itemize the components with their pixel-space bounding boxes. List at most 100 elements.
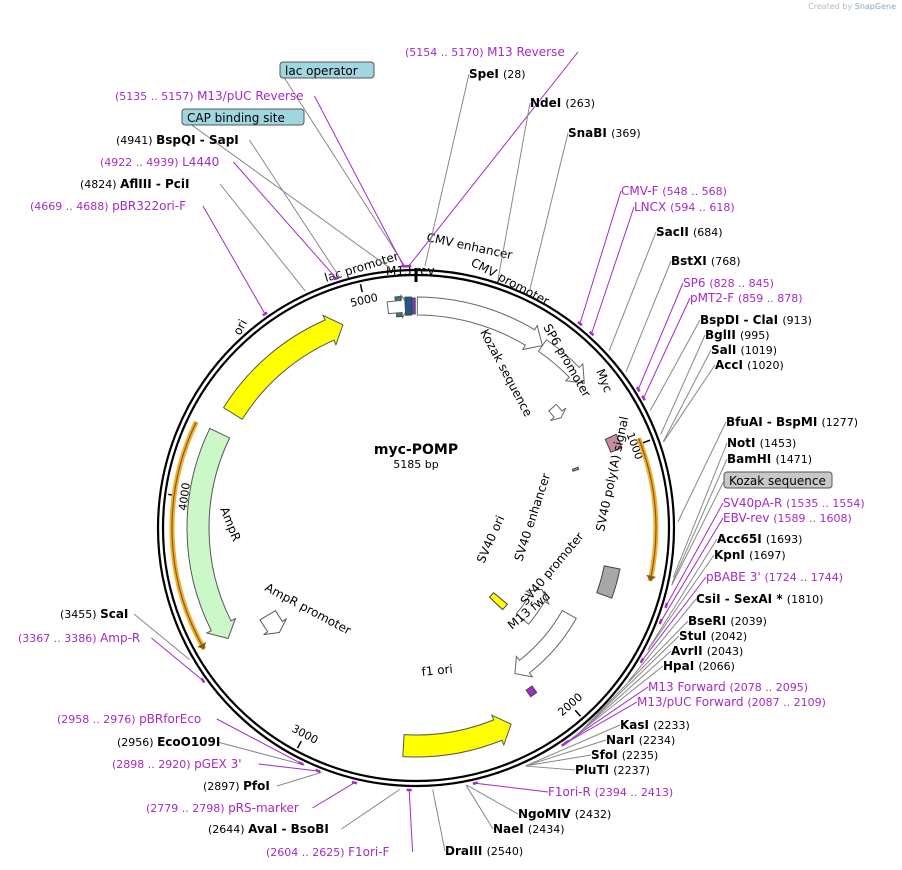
feature-label-text: lac operator	[285, 64, 358, 78]
leader-line	[566, 686, 649, 743]
site-position: (2235)	[622, 749, 659, 762]
leader-line	[647, 554, 715, 651]
site-label-text: pMT2-F (859 .. 878)	[690, 291, 803, 305]
leader-line	[424, 73, 470, 267]
site-hpai: HpaI (2066)	[571, 659, 735, 739]
leader-line	[497, 102, 531, 280]
site-label-text: PluTI (2237)	[575, 763, 650, 777]
site-name: BstXI	[671, 254, 711, 268]
site-name: SpeI	[469, 67, 503, 81]
site-label-text: (5154 .. 5170) M13 Reverse	[405, 45, 565, 59]
site-name: SV40pA-R	[723, 496, 786, 510]
site-position: (2078 .. 2095)	[730, 681, 809, 694]
site-f1ori-r: F1ori-R (2394 .. 2413)	[472, 781, 673, 799]
site-position: (1693)	[766, 533, 803, 546]
primer-site-mark	[635, 386, 641, 393]
site-name: AvrII	[671, 644, 707, 658]
site-position: (2958 .. 2976)	[57, 713, 139, 726]
site-name: BspDI - ClaI	[700, 313, 782, 327]
tick-label: 2000	[555, 691, 585, 719]
site-position: (28)	[503, 68, 526, 81]
site-position: (4941)	[116, 134, 156, 147]
site-position: (2604 .. 2625)	[266, 846, 348, 859]
site-pgex-3: (2898 .. 2920) pGEX 3'	[112, 757, 321, 774]
snapgene-credit: Created by SnapGene	[808, 2, 896, 11]
m13-rev-primer-box	[411, 297, 416, 315]
site-m13-puc-reverse: (5135 .. 5157) M13/pUC Reverse	[115, 89, 407, 268]
site-name: NarI	[606, 733, 639, 747]
site-label-text: NotI (1453)	[727, 436, 796, 450]
site-position: (1471)	[775, 453, 812, 466]
ampr-arrow	[186, 427, 237, 640]
leader-line	[341, 789, 400, 830]
site-name: ScaI	[100, 607, 128, 621]
leader-line	[665, 502, 724, 606]
site-label-text: KasI (2233)	[620, 718, 690, 732]
site-position: (2043)	[707, 645, 744, 658]
cmv-promoter-label: CMV promoter	[469, 255, 552, 308]
leader-line	[219, 183, 306, 291]
site-sali: SalI (1019)	[662, 343, 777, 442]
site-label-text: (4669 .. 4688) pBR322ori-F	[30, 199, 186, 213]
site-position: (684)	[693, 226, 723, 239]
site-position: (5135 .. 5157)	[115, 90, 197, 103]
site-name: NgoMIV	[518, 807, 575, 821]
site-bseri: BseRI (2039)	[578, 614, 767, 734]
site-name: BamHI	[727, 452, 775, 466]
site-position: (2644)	[208, 823, 248, 836]
site-lac-operator: lac operator	[279, 61, 406, 267]
leader-line	[133, 613, 190, 660]
site-position: (1589 .. 1608)	[773, 512, 852, 525]
primer-site-mark	[333, 276, 340, 281]
site-position: (3367 .. 3386)	[18, 632, 100, 645]
credit-prefix: Created by	[808, 2, 853, 11]
site-draiii: DraIII (2540)	[432, 789, 523, 858]
site-position: (548 .. 568)	[662, 185, 727, 198]
site-name: CsiI - SexAI *	[696, 592, 787, 606]
site-label-text: Acc65I (1693)	[717, 532, 802, 546]
site-prs-marker: (2779 .. 2798) pRS-marker	[146, 780, 358, 815]
leader-line	[525, 754, 592, 767]
site-name: BspQI - SapI	[156, 133, 239, 147]
site-noti: NotI (1453)	[672, 436, 796, 578]
site-stui: StuI (2042)	[577, 629, 747, 735]
leader-line	[408, 51, 579, 267]
primer-site-mark	[298, 761, 304, 766]
primer-site-mark	[639, 657, 645, 664]
site-label-text: BamHI (1471)	[727, 452, 812, 466]
site-bglii: BglII (995)	[660, 328, 770, 435]
feature-arrows	[169, 293, 659, 758]
site-label-text: M13/pUC Forward (2087 .. 2109)	[637, 695, 826, 709]
site-label-text: BfuAI - BspMI (1277)	[726, 415, 858, 429]
sv40-enhancer-label: SV40 enhancer	[512, 472, 554, 563]
site-name: pBABE 3'	[706, 570, 764, 584]
leader-line	[625, 260, 672, 372]
site-m13-forward: M13 Forward (2078 .. 2095)	[564, 680, 809, 745]
site-name: M13 Forward	[648, 680, 730, 694]
site-label-text: SacII (684)	[656, 225, 723, 239]
ampr-promoter-arrow	[259, 609, 287, 636]
site-label-text: (2897) PfoI	[203, 779, 270, 793]
site-label-text: StuI (2042)	[679, 629, 747, 643]
site-avai-bsobi: (2644) AvaI - BsoBI	[208, 789, 400, 836]
site-label-text: NdeI (263)	[530, 96, 595, 110]
site-sp6: SP6 (828 .. 845)	[635, 276, 774, 393]
site-position: (2540)	[487, 845, 524, 858]
leader-line	[571, 665, 664, 739]
leader-line	[526, 739, 607, 767]
leader-line	[528, 132, 569, 292]
leader-line	[660, 334, 706, 435]
site-sacii: SacII (684)	[608, 225, 723, 352]
leader-line	[643, 297, 691, 399]
feature-label-text: Kozak sequence	[729, 474, 826, 488]
tick-mark	[642, 439, 651, 444]
site-scai: (3455) ScaI	[60, 607, 190, 660]
site-position: (2779 .. 2798)	[146, 802, 228, 815]
leader-line	[151, 637, 204, 681]
leader-line	[663, 364, 716, 443]
site-label-text: DraIII (2540)	[445, 844, 523, 858]
site-name: F1ori-F	[348, 845, 389, 859]
site-label-text: SP6 (828 .. 845)	[683, 276, 774, 290]
primer-site-mark	[200, 677, 206, 684]
site-name: M13 Reverse	[487, 45, 565, 59]
